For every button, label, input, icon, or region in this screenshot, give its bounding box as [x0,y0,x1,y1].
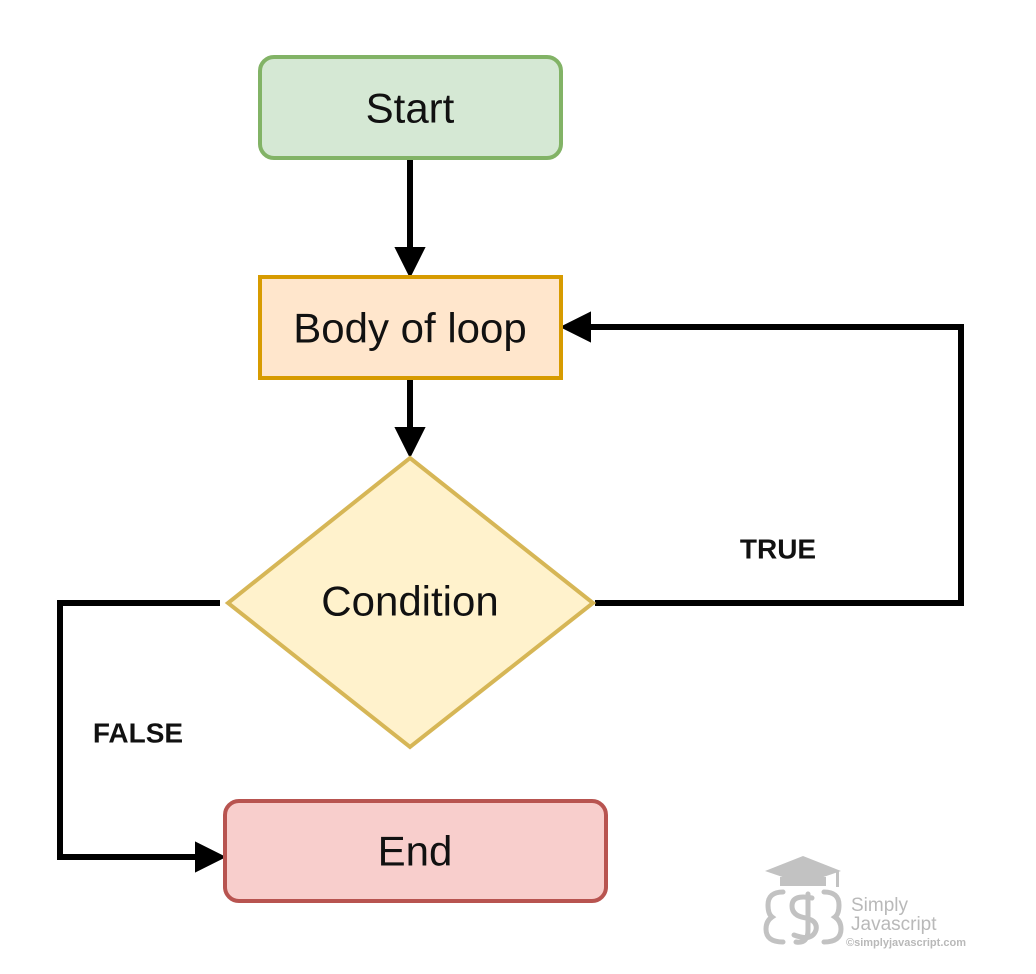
start-node: Start [258,55,563,160]
watermark: Simply Javascript ©simplyjavascript.com [763,856,966,949]
condition-node-label: Condition [321,578,498,625]
true-edge-label: TRUE [740,534,816,565]
graduation-cap-icon [765,856,841,887]
end-node-box [223,799,608,903]
arrowhead-true-loop [559,311,591,343]
start-node-label: Start [366,85,455,132]
condition-node: Condition [224,455,597,750]
end-node: End [223,799,608,903]
end-node-label: End [378,828,453,875]
arrowhead-start-to-body [394,247,426,279]
condition-node-diamond [224,455,597,750]
arrowhead-body-to-condition [394,427,426,459]
body-node-box [258,275,563,380]
body-node-label: Body of loop [293,305,527,352]
edge-true-loop [588,324,964,606]
start-node-box [258,55,563,160]
arrowhead-false-path [195,841,227,873]
watermark-line2: Javascript [851,914,937,935]
edges [57,160,964,873]
body-node: Body of loop [258,275,563,380]
watermark-line1: Simply [851,895,909,916]
watermark-line3: ©simplyjavascript.com [846,937,966,949]
false-edge-label: FALSE [93,718,183,749]
sj-logo-icon [763,889,844,945]
edge-false-path [57,600,220,860]
